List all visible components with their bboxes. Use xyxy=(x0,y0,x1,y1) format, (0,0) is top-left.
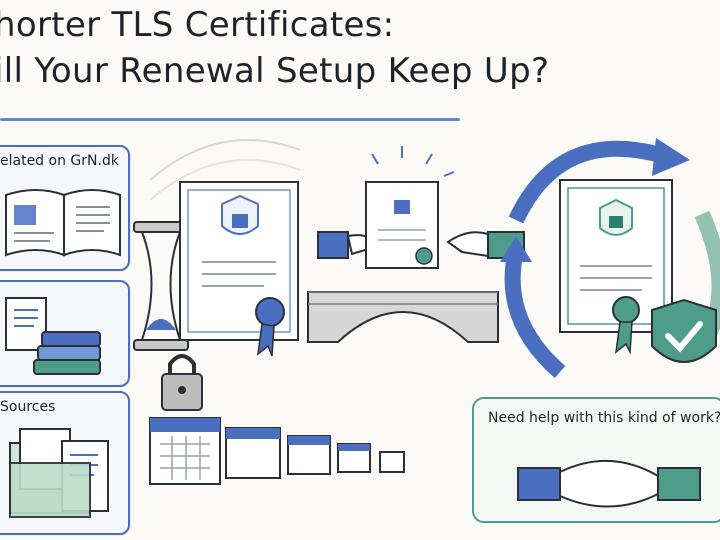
documents-and-books-icon xyxy=(5,297,101,375)
help-text[interactable]: Need help with this kind of work? xyxy=(488,410,720,426)
stack-panel[interactable] xyxy=(0,280,130,387)
shine-lines xyxy=(371,146,455,177)
shield-check-icon xyxy=(651,298,717,363)
swirl-line xyxy=(149,139,301,181)
folder-with-documents-icon xyxy=(9,428,109,518)
title-underline xyxy=(0,118,460,121)
title-line-2: ill Your Renewal Setup Keep Up? xyxy=(0,51,550,91)
calendar-icon xyxy=(337,443,371,473)
stone-bridge-icon xyxy=(307,291,499,343)
renewed-certificate-icon xyxy=(559,179,673,333)
green-ribbon-seal-icon xyxy=(612,296,640,355)
related-panel-label: elated on GrN.dk xyxy=(0,153,119,169)
open-book-icon xyxy=(5,189,121,257)
padlock-icon xyxy=(161,354,203,411)
renewal-cycle-arrows-icon xyxy=(500,138,720,379)
calendar-icon xyxy=(287,435,331,475)
related-panel[interactable]: elated on GrN.dk xyxy=(0,145,130,271)
page-title: horter TLS Certificates: ill Your Renewa… xyxy=(0,2,554,94)
title-line-1: horter TLS Certificates: xyxy=(0,5,395,45)
sources-panel-label: Sources xyxy=(0,399,56,415)
swirl-line xyxy=(149,159,301,201)
calendar-icon xyxy=(225,427,281,479)
calendar-icon xyxy=(379,451,405,473)
ribbon-seal-icon xyxy=(255,297,285,357)
sources-panel[interactable]: Sources xyxy=(0,391,130,535)
calendar-icon xyxy=(149,417,221,485)
small-certificate-icon xyxy=(365,181,439,269)
